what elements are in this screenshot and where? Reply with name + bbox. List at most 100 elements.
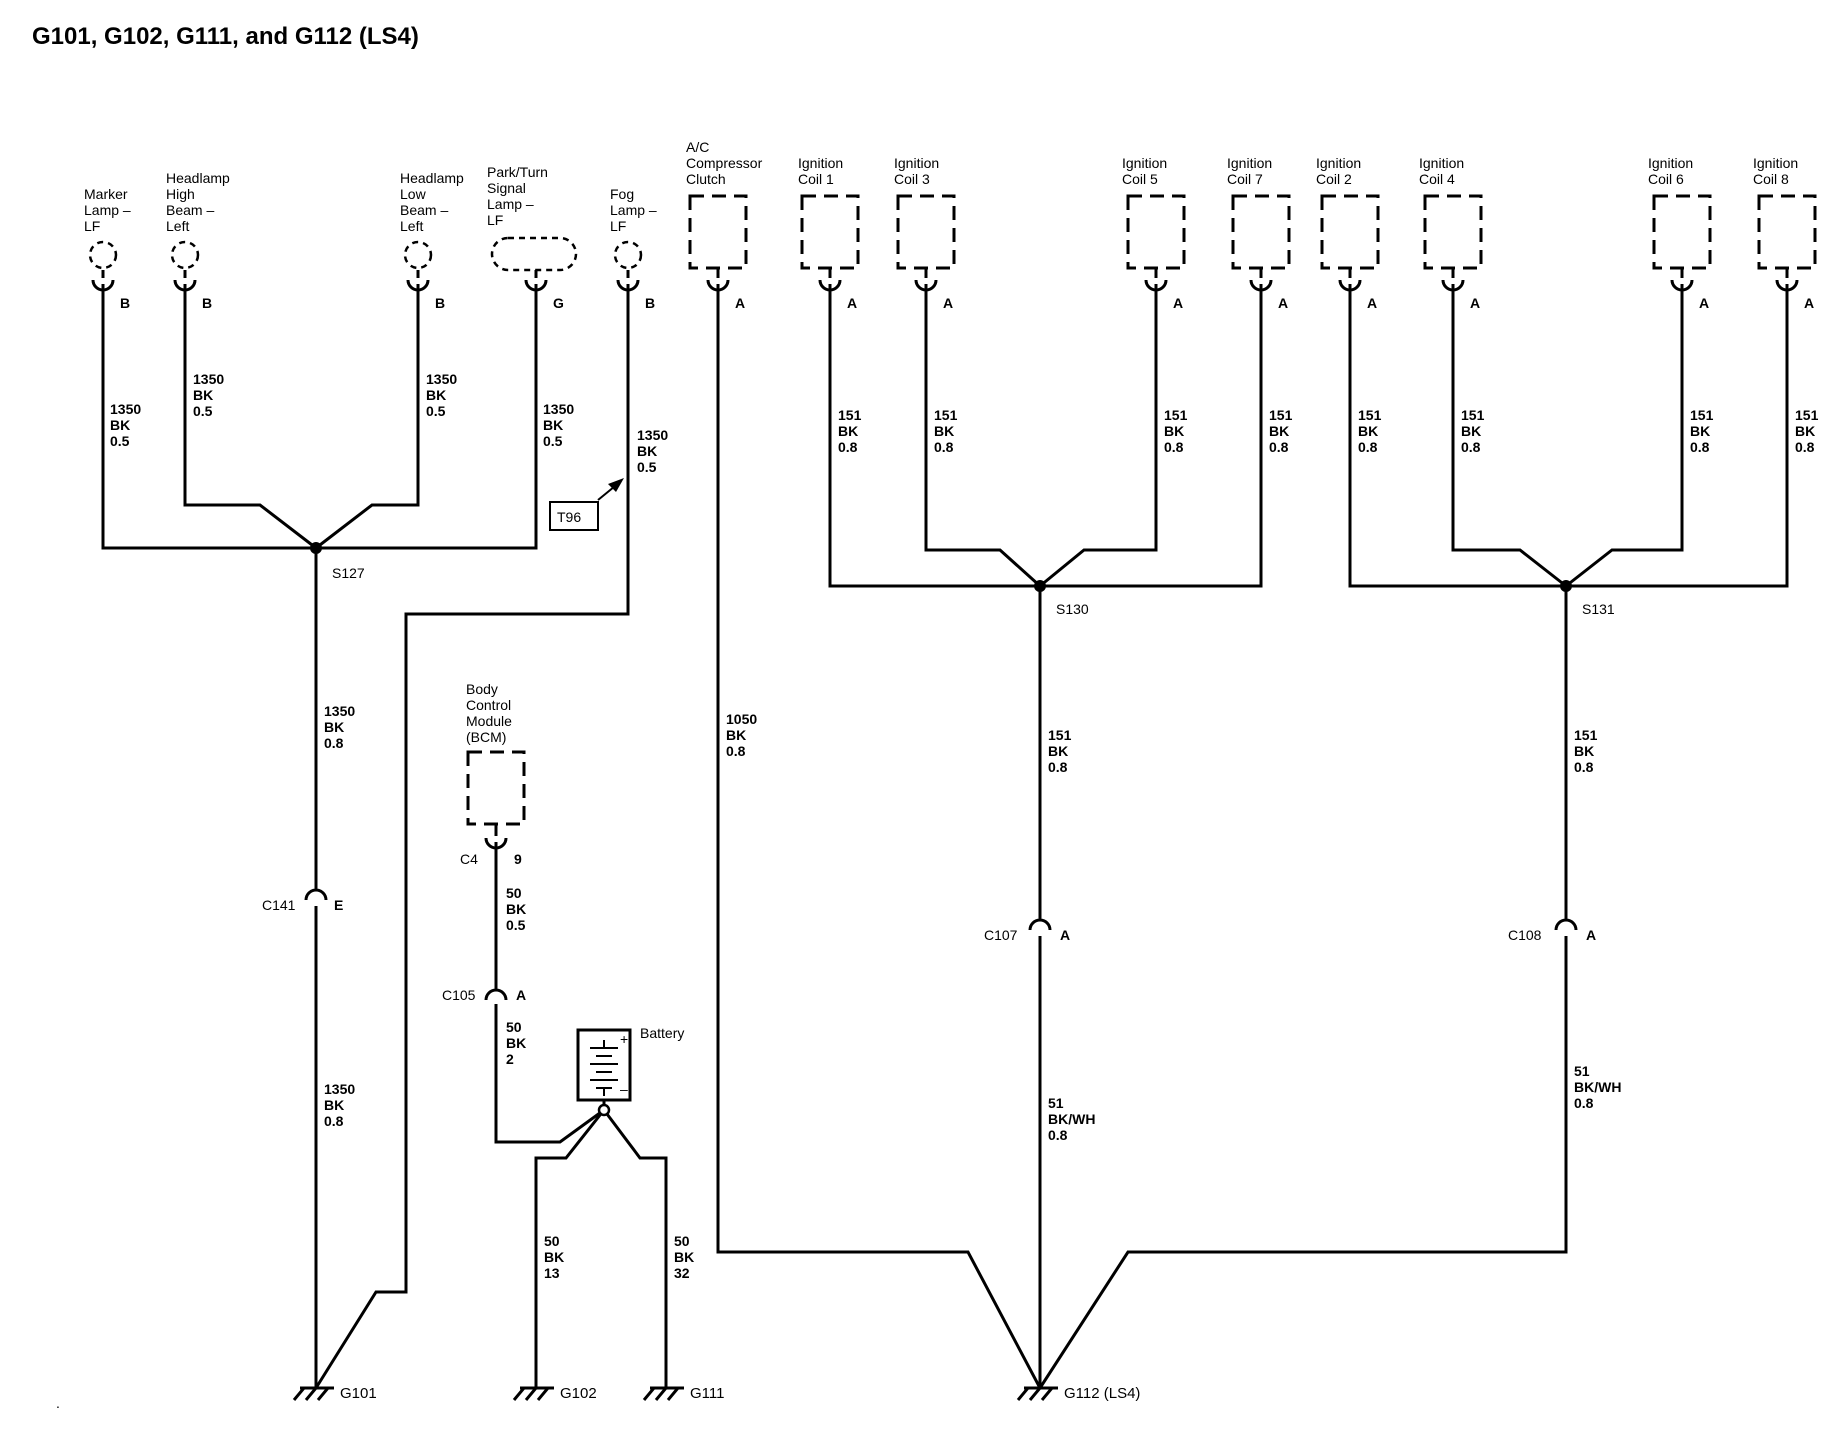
wire-label-s127-c141: 1350 BK 0.8 [324, 703, 359, 751]
ac-compressor-clutch-label: A/C Compressor Clutch [686, 139, 766, 187]
splice-s131-dot [1560, 580, 1572, 592]
ignition-coil-1-label: Ignition Coil 1 [798, 155, 847, 187]
t96-arrow-head [608, 478, 624, 492]
wire-c108-g112 [1038, 936, 1568, 1389]
ignition-coil-6-label: Ignition Coil 6 [1648, 155, 1697, 187]
fog-lamp-body [613, 240, 643, 270]
ignition-coil-5-label: Ignition Coil 5 [1122, 155, 1171, 187]
ignition-coil-3-body [896, 194, 956, 270]
ground-symbols [292, 1386, 1058, 1401]
coil-7-pin: A [1278, 295, 1288, 311]
wire-label-c108-g112: 51 BK/WH 0.8 [1574, 1063, 1625, 1111]
high-beam-pin: B [202, 295, 212, 311]
c105-pin: A [516, 987, 526, 1003]
fog-lamp-label: Fog Lamp – LF [610, 186, 661, 234]
c108-pin: A [1586, 927, 1596, 943]
splice-s127-dot [310, 542, 322, 554]
c107-pin: A [1060, 927, 1070, 943]
wire-label-s131-c108: 151 BK 0.8 [1574, 727, 1601, 775]
wire-label-coil-6: 151 BK 0.8 [1690, 407, 1717, 455]
wire-label-coil-7: 151 BK 0.8 [1269, 407, 1296, 455]
wire-label-ac-clutch: 1050 BK 0.8 [726, 711, 761, 759]
coil-1-pin: A [847, 295, 857, 311]
marker-lamp-label: Marker Lamp – LF [84, 186, 135, 234]
fog-lamp-pin: B [645, 295, 655, 311]
c107-label: C107 [984, 927, 1018, 943]
wire-fog-lamp [314, 284, 630, 1389]
ignition-coil-4-body [1423, 194, 1483, 270]
c108-label: C108 [1508, 927, 1542, 943]
ac-compressor-clutch-body [688, 194, 748, 270]
headlamp-low-beam-body [403, 240, 433, 270]
g102-ground-icon [512, 1386, 554, 1401]
c141-label: C141 [262, 897, 296, 913]
bcm-label: Body Control Module (BCM) [466, 681, 516, 745]
wire-label-s130-c107: 151 BK 0.8 [1048, 727, 1075, 775]
park-turn-pin: G [553, 295, 564, 311]
wire-label-c105-battery: 50 BK 2 [506, 1019, 530, 1067]
wire-label-coil-3: 151 BK 0.8 [934, 407, 961, 455]
wire-label-coil-2: 151 BK 0.8 [1358, 407, 1385, 455]
coil-8-pin: A [1804, 295, 1814, 311]
marker-lamp-body [88, 240, 118, 270]
low-beam-pin: B [435, 295, 445, 311]
wire-ac-clutch [716, 284, 1042, 1389]
wire-label-coil-5: 151 BK 0.8 [1164, 407, 1191, 455]
splice-s127-label: S127 [332, 565, 365, 581]
wire-marker-park-bus [101, 284, 538, 550]
splice-s130-label: S130 [1056, 601, 1089, 617]
t96-reference-box [549, 501, 599, 531]
ignition-coil-1-body [800, 194, 860, 270]
ac-clutch-pin: A [735, 295, 745, 311]
splice-s131-label: S131 [1582, 601, 1615, 617]
coil-4-pin: A [1470, 295, 1480, 311]
wire-label-fog-lamp: 1350 BK 0.5 [637, 427, 672, 475]
g112-ground-icon [1016, 1386, 1058, 1401]
bcm-pin: 9 [514, 851, 522, 867]
inline-connectors [304, 882, 1578, 1001]
c107-symbol [1028, 912, 1052, 931]
wire-label-coil-1: 151 BK 0.8 [838, 407, 865, 455]
wire-label-battery-g102: 50 BK 13 [544, 1233, 568, 1281]
wire-label-battery-g111: 50 BK 32 [674, 1233, 698, 1281]
battery-ground-stud [597, 1103, 611, 1117]
splice-s130-dot [1034, 580, 1046, 592]
g111-ground-icon [642, 1386, 684, 1401]
headlamp-low-beam-label: Headlamp Low Beam – Left [400, 170, 468, 234]
ignition-coil-2-body [1320, 194, 1380, 270]
g112-label: G112 (LS4) [1064, 1385, 1140, 1402]
wire-low-beam [315, 284, 420, 550]
battery-plus-sign: + [620, 1031, 628, 1047]
wire-coil-4 [1451, 284, 1567, 588]
ignition-coil-4-label: Ignition Coil 4 [1419, 155, 1468, 187]
marker-pin: B [120, 295, 130, 311]
wire-label-marker: 1350 BK 0.5 [110, 401, 145, 449]
ignition-coil-3-label: Ignition Coil 3 [894, 155, 943, 187]
wire-coil-2-8-bus [1348, 284, 1789, 588]
wire-label-low-beam: 1350 BK 0.5 [426, 371, 461, 419]
wire-coil-5 [1039, 284, 1158, 588]
terminals [91, 268, 1799, 850]
wire-coil-1-7-bus [828, 284, 1263, 588]
wire-battery-g111 [602, 1109, 668, 1388]
coil-5-pin: A [1173, 295, 1183, 311]
ignition-coil-6-body [1652, 194, 1712, 270]
wire-coil-6 [1565, 284, 1684, 588]
coil-2-pin: A [1367, 295, 1377, 311]
ignition-coil-8-label: Ignition Coil 8 [1753, 155, 1802, 187]
park-turn-lamp-label: Park/Turn Signal Lamp – LF [487, 164, 552, 228]
battery-label: Battery [640, 1025, 684, 1041]
wire-label-c141-g101: 1350 BK 0.8 [324, 1081, 359, 1129]
ignition-coil-7-label: Ignition Coil 7 [1227, 155, 1276, 187]
ignition-coil-8-body [1757, 194, 1817, 270]
wire-label-park-turn: 1350 BK 0.5 [543, 401, 578, 449]
bcm-body [466, 750, 526, 826]
wire-label-coil-8: 151 BK 0.8 [1795, 407, 1822, 455]
wire-high-beam [183, 284, 317, 550]
wire-label-bcm-c105: 50 BK 0.5 [506, 885, 530, 933]
ignition-coil-5-body [1126, 194, 1186, 270]
g101-label: G101 [340, 1385, 377, 1402]
c141-pin: E [334, 897, 343, 913]
park-turn-lamp-body [490, 236, 578, 272]
